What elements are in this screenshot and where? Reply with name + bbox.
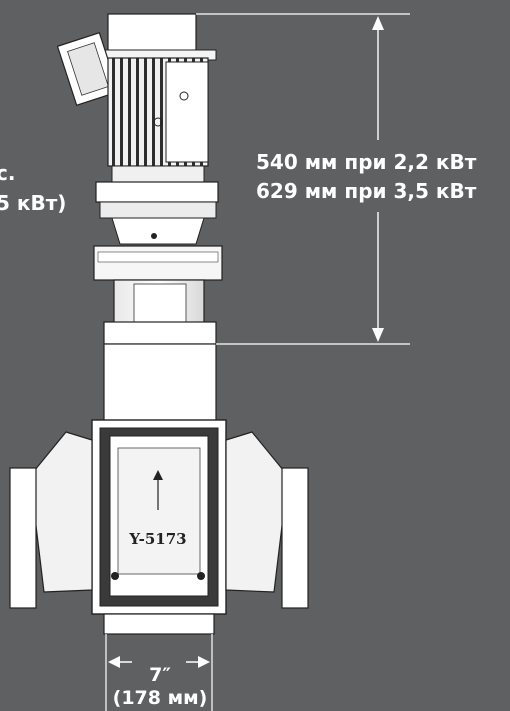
left-note-line1: с.: [0, 161, 16, 185]
width-value: 7″: [149, 664, 171, 686]
width-metric: (178 мм): [112, 687, 208, 709]
valve-body: [9, 343, 309, 635]
width-dimension-label: 7″ (178 мм): [108, 664, 212, 710]
left-note-line2: 5 кВт): [0, 191, 67, 215]
left-port: [29, 431, 93, 593]
right-port: [225, 431, 289, 593]
left-note: с. 5 кВт): [0, 158, 66, 218]
motor-cap: [107, 13, 197, 55]
height-dimension: [196, 13, 410, 345]
coupling: [93, 245, 223, 345]
height-label-line2: 629 мм при 3,5 кВт: [256, 179, 477, 203]
height-label-line1: 540 мм при 2,2 кВт: [256, 150, 477, 174]
body-marking: Y-5173: [128, 530, 186, 548]
motor-flange: [95, 181, 219, 203]
height-dimension-label: 540 мм при 2,2 кВт 629 мм при 3,5 кВт: [256, 148, 476, 206]
motor: [56, 13, 219, 245]
width-dimension: [105, 634, 213, 711]
